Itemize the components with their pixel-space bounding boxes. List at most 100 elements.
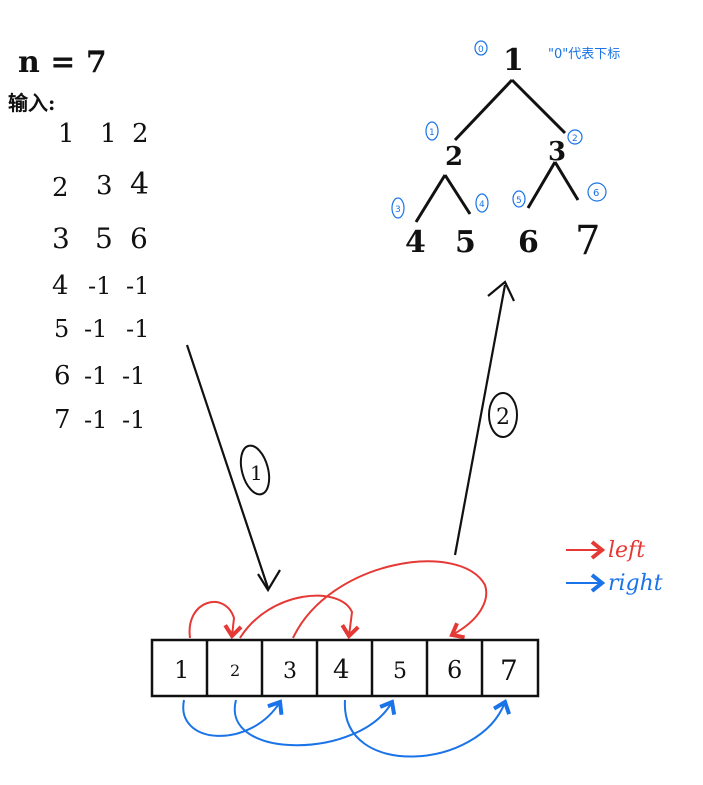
array-cell: 2 (230, 661, 240, 680)
step-1-line (185, 344, 270, 589)
step-2-arrowhead (487, 280, 515, 302)
tree-node-value: 1 (503, 43, 524, 78)
tree-edge (414, 174, 447, 223)
legend-left-label: left (608, 538, 645, 563)
tree-node-value: 6 (518, 225, 539, 260)
input-cell: -1 (88, 272, 111, 300)
tree-node-index: 3 (395, 205, 401, 215)
tree-node-value: 3 (548, 137, 566, 167)
input-cell: 1 (100, 119, 117, 149)
input-cell: 5 (54, 315, 69, 343)
tree-node: 3 2 (548, 129, 583, 167)
tree-index-circle (587, 182, 607, 202)
input-cell: 2 (52, 173, 69, 203)
tree-node-index: 5 (516, 196, 522, 206)
tree-node-index: 2 (572, 134, 578, 144)
tree-node: 7 6 (575, 182, 607, 264)
input-row: 1 1 2 (58, 119, 149, 149)
step-1-arrowhead (257, 569, 281, 593)
tree-index-circle (512, 190, 526, 208)
tree-node: 2 1 (425, 121, 463, 172)
left-arc-3-to-6 (292, 560, 488, 640)
tree-edge (553, 161, 580, 201)
tree-index-circle (425, 121, 439, 141)
tree-index-circle (474, 40, 488, 56)
right-child-arcs (182, 698, 511, 758)
array-cell: 1 (174, 656, 189, 684)
array-cell: 5 (393, 659, 407, 684)
tree-node-index: 0 (478, 45, 484, 55)
array-frame (150, 638, 540, 698)
input-cell: 2 (132, 119, 149, 149)
step-2-line (453, 284, 507, 556)
input-row: 4 -1 -1 (52, 271, 149, 301)
step-1-arrow: 1 (185, 344, 281, 593)
legend-left: left (566, 538, 645, 563)
tree-edge (526, 161, 557, 209)
input-row: 7 -1 -1 (54, 405, 145, 435)
step-2-arrow: 2 (453, 280, 518, 556)
tree-node: 1 0 (474, 40, 524, 78)
array: 1 2 3 4 5 6 7 (150, 638, 540, 698)
tree-node: 4 3 (391, 197, 426, 260)
step-1-circle (239, 444, 271, 496)
left-arc-1-to-2 (188, 601, 243, 640)
input-cell: -1 (126, 315, 149, 343)
input-cell: -1 (84, 315, 107, 343)
input-cell: -1 (122, 362, 145, 390)
input-cell: -1 (122, 406, 145, 434)
tree-index-circle (567, 129, 583, 145)
input-cell: 3 (52, 222, 70, 255)
tree-node-index: 4 (479, 200, 485, 210)
array-cell: 3 (283, 659, 297, 684)
input-row: 3 5 6 (52, 222, 148, 255)
array-cell: 7 (500, 654, 518, 687)
tree-edge (510, 78, 567, 135)
tree-edge (453, 78, 514, 142)
step-2-label: 2 (496, 405, 510, 430)
legend-right: right (566, 571, 663, 596)
input-cell: -1 (84, 362, 107, 390)
left-child-arcs (188, 560, 488, 640)
tree-node-value: 4 (405, 225, 426, 260)
array-cell: 4 (333, 655, 350, 685)
input-cell: 5 (95, 222, 113, 255)
input-cell: 6 (54, 361, 71, 391)
tree-index-circle (391, 197, 405, 219)
tree-index-note: "0"代表下标 (548, 47, 620, 62)
n-label: n = 7 (18, 45, 107, 80)
tree-node-value: 5 (455, 225, 476, 260)
input-cell: 4 (52, 271, 69, 301)
right-arc-4-to-7 (343, 698, 511, 758)
input-cell: 3 (96, 171, 113, 201)
right-arc-2-to-5 (233, 699, 397, 747)
step-1-label: 1 (250, 461, 263, 485)
left-arc-2-to-4 (239, 594, 360, 640)
input-row: 6 -1 -1 (54, 361, 145, 391)
input-cell: -1 (84, 406, 107, 434)
right-arc-1-to-3 (182, 699, 284, 737)
input-cell: 1 (58, 119, 75, 149)
tree-index-circle (475, 193, 489, 213)
tree-node: 5 4 (455, 193, 489, 260)
input-label: 输入: (8, 91, 55, 115)
binary-tree: "0"代表下标 1 0 2 1 3 2 4 3 (391, 40, 620, 264)
tree-edge (443, 174, 472, 215)
step-2-circle (488, 392, 518, 438)
tree-node-value: 7 (575, 218, 600, 264)
tree-node-index: 1 (429, 128, 435, 138)
input-cell: 6 (130, 222, 148, 255)
tree-node: 6 5 (512, 190, 539, 260)
tree-node-value: 2 (445, 142, 463, 172)
legend: left right (566, 538, 663, 596)
input-block: n = 7 输入: 1 1 2 2 3 4 3 5 6 4 -1 -1 5 -1… (8, 45, 149, 435)
input-row: 5 -1 -1 (54, 315, 149, 343)
legend-right-label: right (608, 571, 663, 596)
input-cell: -1 (126, 272, 149, 300)
input-cell: 7 (54, 405, 71, 435)
array-cell: 6 (447, 656, 462, 684)
input-row: 2 3 4 (52, 167, 149, 203)
tree-node-index: 6 (593, 188, 599, 199)
input-cell: 4 (130, 167, 149, 202)
